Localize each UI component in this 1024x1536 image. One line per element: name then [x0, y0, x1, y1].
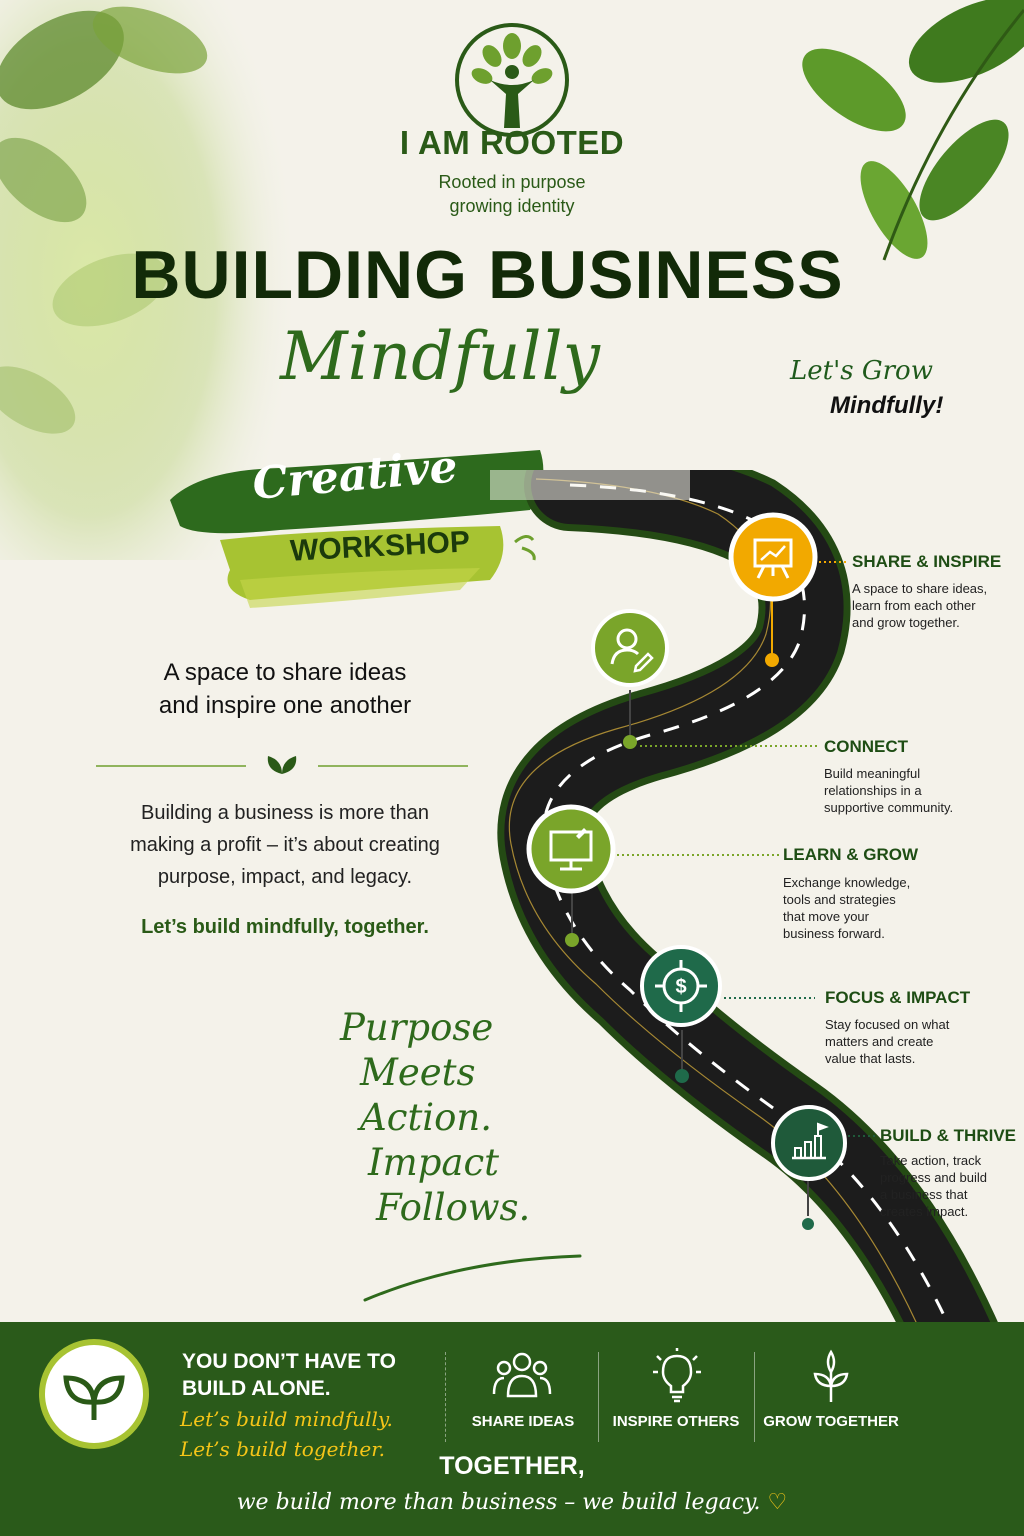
dollar-target-icon: $	[640, 945, 722, 1027]
growth-chart-icon	[771, 1105, 847, 1181]
step-title: SHARE & INSPIRE	[852, 552, 1002, 571]
footer-item-label: GROW TOGETHER	[763, 1413, 899, 1430]
workshop-brush-badge	[170, 450, 544, 608]
footer-divider	[754, 1352, 755, 1442]
step-description: Take action, track progress and build a …	[880, 1152, 1020, 1220]
step-desc-line: tools and strategies	[783, 892, 896, 907]
footer-together: TOGETHER,	[439, 1452, 585, 1480]
people-group-icon	[492, 1352, 552, 1398]
quote-line: Follows.	[376, 1186, 531, 1229]
page-title: BUILDING BUSINESS	[131, 237, 844, 313]
footer-banner	[0, 1322, 1024, 1536]
quote-line: Purpose	[340, 1006, 494, 1049]
intro-line: and inspire one another	[158, 692, 412, 719]
step-desc-line: relationships in a	[824, 783, 922, 798]
footer-script: Let’s build mindfully. Let’s build toget…	[180, 1404, 440, 1464]
brand-tagline-line: growing identity	[449, 196, 575, 216]
body-cta: Let’s build mindfully, together.	[141, 916, 429, 938]
step-connector	[623, 690, 818, 749]
step-desc-line: and grow together.	[852, 615, 960, 630]
tree-person-icon	[455, 23, 569, 137]
leaf-divider	[96, 756, 468, 774]
step-connector	[765, 561, 848, 667]
step-desc-line: learn from each other	[852, 598, 976, 613]
presentation-board-icon	[728, 512, 818, 602]
footer-legacy-text: we build more than business – we build l…	[236, 1490, 761, 1515]
step-desc-line: A space to share ideas,	[852, 581, 988, 596]
step-title: FOCUS & IMPACT	[825, 988, 971, 1007]
step-title: LEARN & GROW	[783, 845, 919, 864]
step-desc-line: Take action, track	[880, 1153, 982, 1168]
footer-script-line: Let’s build mindfully.	[180, 1407, 393, 1431]
grow-tag-bold: Mindfully!	[830, 392, 944, 419]
footer-heading-line: BUILD ALONE.	[182, 1377, 331, 1400]
footer-item-label: INSPIRE OTHERS	[612, 1413, 740, 1430]
brand-tagline: Rooted in purpose growing identity	[362, 170, 662, 218]
footer-divider	[445, 1352, 446, 1442]
footer-script-line: Let’s build together.	[180, 1437, 385, 1461]
quote-line: Impact	[368, 1141, 500, 1184]
intro-line: A space to share ideas	[163, 659, 407, 686]
grow-tag-script: Let's Grow	[790, 356, 933, 386]
step-description: A space to share ideas, learn from each …	[852, 580, 1012, 631]
step-desc-line: that move your	[783, 909, 869, 924]
script-quote: Purpose Meets Action. Impact Follows.	[340, 1005, 540, 1230]
svg-text:$: $	[675, 976, 686, 998]
footer-legacy: we build more than business – we build l…	[0, 1490, 1024, 1515]
step-desc-line: Stay focused on what	[825, 1017, 950, 1032]
step-description: Build meaningful relationships in a supp…	[824, 765, 984, 816]
quote-swash-decoration	[363, 1254, 582, 1302]
step-connector	[565, 854, 780, 947]
body-line: Building a business is more than	[141, 802, 429, 824]
person-edit-icon	[591, 609, 669, 687]
heart-icon: ♡	[767, 1490, 788, 1515]
foliage-right-decoration	[802, 0, 1024, 261]
step-title: CONNECT	[824, 737, 909, 756]
body-paragraph: Building a business is more than making …	[100, 797, 470, 893]
step-desc-line: matters and create	[825, 1034, 934, 1049]
brand-tagline-line: Rooted in purpose	[438, 172, 586, 192]
sprout-icon	[813, 1349, 849, 1402]
step-desc-line: Exchange knowledge,	[783, 875, 911, 890]
footer-heading: YOU DON’T HAVE TO BUILD ALONE.	[182, 1348, 432, 1402]
lightbulb-icon	[653, 1348, 701, 1403]
body-line: making a profit – it’s about creating	[130, 834, 440, 856]
sprout-emblem-icon	[39, 1339, 149, 1449]
step-desc-line: value that lasts.	[825, 1051, 916, 1066]
brand-name: I AM ROOTED	[399, 124, 625, 161]
step-description: Stay focused on what matters and create …	[825, 1016, 985, 1067]
footer-item-label: SHARE IDEAS	[471, 1413, 575, 1430]
step-desc-line: creates impact.	[880, 1204, 969, 1219]
quote-line: Meets	[360, 1051, 476, 1094]
step-description: Exchange knowledge, tools and strategies…	[783, 874, 943, 942]
step-desc-line: progress and build	[880, 1170, 987, 1185]
foliage-left-decoration	[0, 0, 300, 560]
intro-text: A space to share ideas and inspire one a…	[100, 656, 470, 722]
step-desc-line: Build meaningful	[824, 766, 921, 781]
step-desc-line: business forward.	[783, 926, 885, 941]
quote-line: Action.	[360, 1096, 493, 1139]
footer-divider	[598, 1352, 599, 1442]
step-desc-line: a business that	[880, 1187, 968, 1202]
page-title-script: Mindfully	[280, 318, 600, 395]
step-desc-line: supportive community.	[824, 800, 954, 815]
step-connector	[675, 997, 815, 1083]
footer-heading-line: YOU DON’T HAVE TO	[182, 1350, 396, 1373]
monitor-pen-icon	[526, 804, 616, 894]
body-line: purpose, impact, and legacy.	[157, 866, 413, 888]
step-title: BUILD & THRIVE	[880, 1126, 1016, 1145]
